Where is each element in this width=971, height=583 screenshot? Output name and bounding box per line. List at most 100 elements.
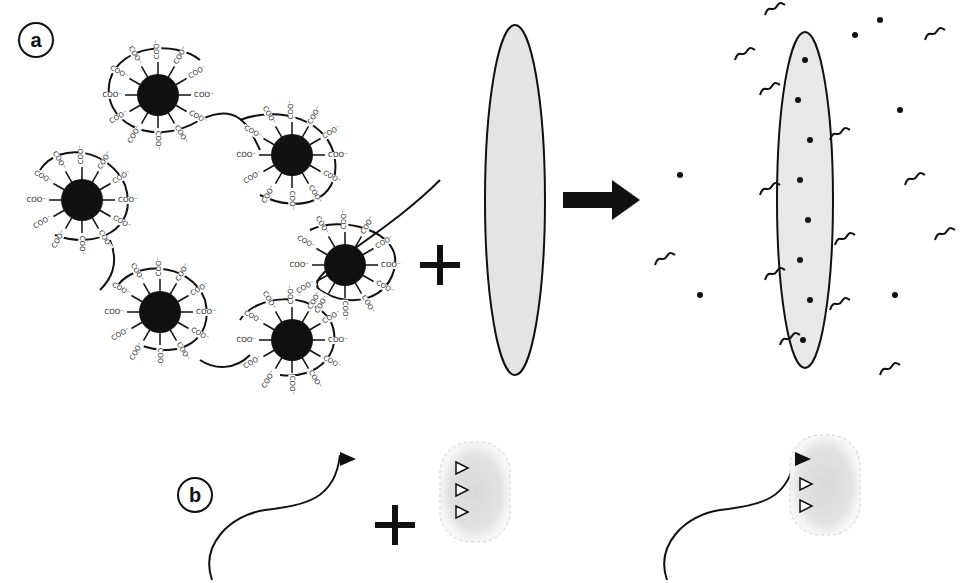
carboxylate-label: COO⁻ bbox=[288, 262, 310, 269]
ligand bbox=[365, 264, 378, 266]
carboxylate-label: COO⁻ bbox=[96, 149, 113, 171]
particle bbox=[807, 297, 813, 303]
ligand bbox=[178, 94, 191, 96]
ligand bbox=[259, 154, 272, 156]
panel-letter: b bbox=[189, 485, 201, 505]
ligand bbox=[263, 165, 274, 172]
polymer-fragment bbox=[735, 48, 755, 60]
panel-label: a bbox=[18, 22, 54, 58]
polymer-fragment bbox=[765, 268, 785, 280]
polymer-fragment bbox=[780, 333, 800, 345]
polymer-fragment bbox=[935, 228, 955, 240]
ligand bbox=[316, 249, 327, 256]
surface bbox=[440, 442, 510, 542]
binding-site bbox=[456, 462, 468, 518]
carboxylate-label: COO⁻ bbox=[101, 92, 123, 99]
particle bbox=[797, 177, 803, 183]
particle bbox=[795, 97, 801, 103]
ligand bbox=[53, 184, 64, 191]
ligand bbox=[157, 62, 159, 75]
ligand bbox=[175, 79, 186, 86]
panel-letter: a bbox=[30, 30, 41, 50]
ligand bbox=[291, 122, 293, 135]
particle bbox=[807, 137, 813, 143]
ligand bbox=[329, 282, 336, 293]
carboxylate-label: COO⁻ bbox=[107, 109, 129, 126]
carboxylate-label: COO⁻ bbox=[294, 234, 316, 251]
polymer-fragment bbox=[765, 3, 785, 15]
ligand bbox=[131, 296, 142, 303]
carboxylate-label: COO⁻ bbox=[359, 294, 376, 316]
ligand bbox=[125, 94, 138, 96]
particle bbox=[892, 292, 898, 298]
particle bbox=[697, 292, 703, 298]
polymer-fragment bbox=[925, 28, 945, 40]
carboxylate-label: COO⁻ bbox=[235, 337, 257, 344]
ligand bbox=[99, 210, 110, 217]
carboxylate-label: COO⁻ bbox=[235, 152, 257, 159]
released-particles bbox=[655, 3, 955, 375]
ligand bbox=[291, 360, 293, 373]
binding-site bbox=[800, 478, 812, 512]
ligand bbox=[312, 264, 325, 266]
carboxylate-label: COO⁻ bbox=[78, 235, 85, 257]
ligand bbox=[344, 285, 346, 298]
ligand bbox=[180, 311, 193, 313]
particle bbox=[797, 257, 803, 263]
reaction-arrow bbox=[563, 180, 640, 220]
carboxylate-label: COO⁻ bbox=[103, 309, 125, 316]
carboxylate-label: COO⁻ bbox=[156, 347, 163, 369]
particle bbox=[800, 337, 806, 343]
carboxylate-label: COO⁻ bbox=[31, 214, 53, 231]
carboxylate-label: COO⁻ bbox=[78, 143, 85, 165]
ligand bbox=[177, 296, 188, 303]
ligand bbox=[168, 66, 175, 77]
ligand bbox=[276, 311, 283, 322]
carboxylate-label: COO⁻ bbox=[327, 152, 349, 159]
panel-label: b bbox=[177, 477, 213, 513]
ligand bbox=[53, 210, 64, 217]
carboxylate-label: COO⁻ bbox=[193, 92, 215, 99]
carboxylate-label: COO⁻ bbox=[306, 369, 323, 391]
polymer-fragment bbox=[835, 233, 855, 245]
polymer-fragment bbox=[830, 298, 850, 310]
membrane-loaded bbox=[777, 32, 833, 368]
particle bbox=[802, 57, 808, 63]
ligand bbox=[362, 249, 373, 256]
carboxylate-label: COO⁻ bbox=[31, 169, 53, 186]
carboxylate-label: COO⁻ bbox=[187, 64, 209, 81]
ligand bbox=[66, 171, 73, 182]
carboxylate-label: COO⁻ bbox=[172, 44, 189, 66]
carboxylate-label: COO⁻ bbox=[189, 326, 211, 343]
ligand bbox=[170, 329, 177, 340]
membrane bbox=[485, 25, 545, 375]
carboxylate-label: COO⁻ bbox=[154, 130, 161, 152]
carboxylate-label: COO⁻ bbox=[187, 109, 209, 126]
ligand bbox=[92, 171, 99, 182]
ligand bbox=[144, 283, 151, 294]
carboxylate-label: COO⁻ bbox=[327, 337, 349, 344]
carboxylate-label: COO⁻ bbox=[341, 300, 348, 322]
carboxylate-label: COO⁻ bbox=[306, 104, 323, 126]
carboxylate-label: COO⁻ bbox=[189, 281, 211, 298]
ligand bbox=[263, 139, 274, 146]
ligand-shell bbox=[49, 62, 378, 373]
particle bbox=[877, 17, 883, 23]
carboxylate-label: COO⁻ bbox=[129, 341, 146, 363]
ligand bbox=[92, 217, 99, 228]
ligand bbox=[312, 154, 325, 156]
ligand bbox=[142, 66, 149, 77]
carboxylate-label: COO⁻ bbox=[109, 326, 131, 343]
ligand bbox=[291, 175, 293, 188]
ligand bbox=[102, 199, 115, 201]
ligand bbox=[309, 324, 320, 331]
ligand bbox=[302, 357, 309, 368]
ligand bbox=[168, 112, 175, 123]
particle bbox=[677, 172, 683, 178]
ligand bbox=[129, 79, 140, 86]
ligand bbox=[49, 199, 62, 201]
carboxylate-label: COO⁻ bbox=[288, 98, 295, 120]
ligand bbox=[99, 184, 110, 191]
ligand bbox=[291, 307, 293, 320]
